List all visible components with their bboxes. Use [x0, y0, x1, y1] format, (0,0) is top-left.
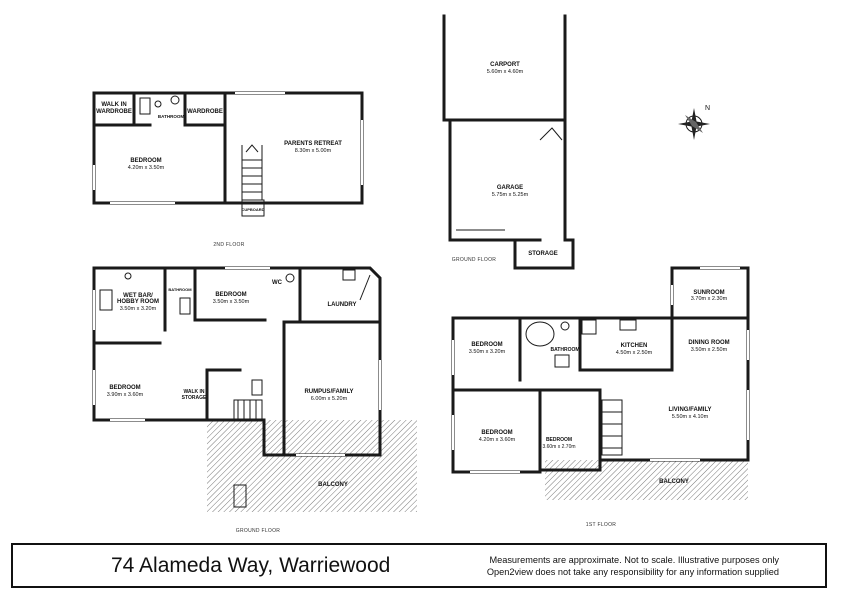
room-bathroom-upper-name: BATHROOM: [158, 114, 184, 119]
ground-floor-garage-plan: [442, 14, 575, 270]
room-balcony-first-name: BALCONY: [659, 479, 689, 485]
disclaimer: Measurements are approximate. Not to sca…: [487, 554, 779, 578]
room-living-family-name: LIVING/FAMILY: [668, 407, 711, 413]
room-carport-dims: 5.60m x 4.60m: [487, 69, 524, 75]
room-wet-bar-name: WET BAR/: [123, 293, 153, 299]
compass-icon: N: [678, 105, 710, 140]
property-address: 74 Alameda Way, Warriewood: [111, 554, 391, 577]
compass-north-label: N: [705, 105, 710, 112]
ground-floor-plan: [92, 266, 417, 512]
disclaimer-line-2: Open2view does not take any responsibili…: [486, 567, 779, 577]
floor-label-first: 1ST FLOOR: [586, 522, 616, 528]
room-bedroom-first-2-dims: 4.20m x 3.60m: [479, 437, 516, 443]
room-bathroom-ground-name: BATHROOM: [168, 287, 192, 292]
room-balcony-ground-name: BALCONY: [318, 482, 348, 488]
disclaimer-line-1: Measurements are approximate. Not to sca…: [489, 555, 779, 565]
room-carport-name: CARPORT: [490, 62, 520, 68]
room-bedroom-upper-name: BEDROOM: [130, 158, 161, 164]
room-bedroom-first-3-name: BEDROOM: [546, 437, 572, 443]
room-parents-retreat-name: PARENTS RETREAT: [284, 141, 342, 147]
room-bedroom-upper-dims: 4.20m x 3.50m: [128, 165, 165, 171]
floor-label-second: 2ND FLOOR: [213, 242, 244, 248]
first-floor-plan: [451, 266, 750, 500]
room-parents-retreat-dims: 8.30m x 5.00m: [295, 148, 332, 154]
room-cupboard-name: CUPBOARD: [241, 207, 264, 212]
room-wet-bar-name2: HOBBY ROOM: [117, 299, 159, 305]
floor-label-ground-top: GROUND FLOOR: [452, 257, 497, 263]
room-dining-room-name: DINING ROOM: [688, 340, 729, 346]
room-dining-room-dims: 3.50m x 2.50m: [691, 347, 728, 353]
room-walk-in-wardrobe-name2: WARDROBE: [96, 109, 132, 115]
floor-label-ground: GROUND FLOOR: [236, 528, 281, 534]
room-laundry-name: LAUNDRY: [327, 302, 356, 308]
room-bedroom-ground-2-name: BEDROOM: [109, 385, 140, 391]
second-floor-plan: [92, 91, 364, 217]
room-bathroom-first-name: BATHROOM: [550, 347, 579, 353]
room-walk-in-wardrobe-name: WALK IN: [101, 102, 126, 108]
room-kitchen-dims: 4.50m x 2.50m: [616, 350, 653, 356]
room-bedroom-ground-1-name: BEDROOM: [215, 292, 246, 298]
room-wardrobe-name: WARDROBE: [187, 109, 223, 115]
room-sunroom-dims: 3.70m x 2.30m: [691, 296, 728, 302]
footer-bar: 74 Alameda Way, Warriewood Measurements …: [11, 543, 827, 588]
room-wet-bar-dims: 3.50m x 3.20m: [120, 306, 157, 312]
room-garage-name: GARAGE: [497, 185, 523, 191]
room-storage-name: STORAGE: [528, 251, 558, 257]
room-wc-name: WC: [272, 280, 283, 286]
room-kitchen-name: KITCHEN: [621, 343, 648, 349]
room-garage-dims: 5.75m x 5.25m: [492, 192, 529, 198]
room-living-family-dims: 5.50m x 4.10m: [672, 414, 709, 420]
room-sunroom-name: SUNROOM: [693, 290, 724, 296]
room-walk-in-storage-name2: STORAGE: [182, 395, 207, 401]
room-rumpus-family-name: RUMPUS/FAMILY: [304, 389, 353, 395]
room-bedroom-ground-1-dims: 3.50m x 3.50m: [213, 299, 250, 305]
room-bedroom-first-2-name: BEDROOM: [481, 430, 512, 436]
room-bedroom-first-1-name: BEDROOM: [471, 342, 502, 348]
room-bedroom-first-1-dims: 3.50m x 3.20m: [469, 349, 506, 355]
room-bedroom-ground-2-dims: 3.90m x 3.60m: [107, 392, 144, 398]
room-rumpus-family-dims: 6.00m x 5.20m: [311, 396, 348, 402]
room-bedroom-first-3-dims: 3.60m x 2.70m: [542, 444, 575, 450]
room-walk-in-storage-name: WALK IN: [183, 389, 204, 395]
